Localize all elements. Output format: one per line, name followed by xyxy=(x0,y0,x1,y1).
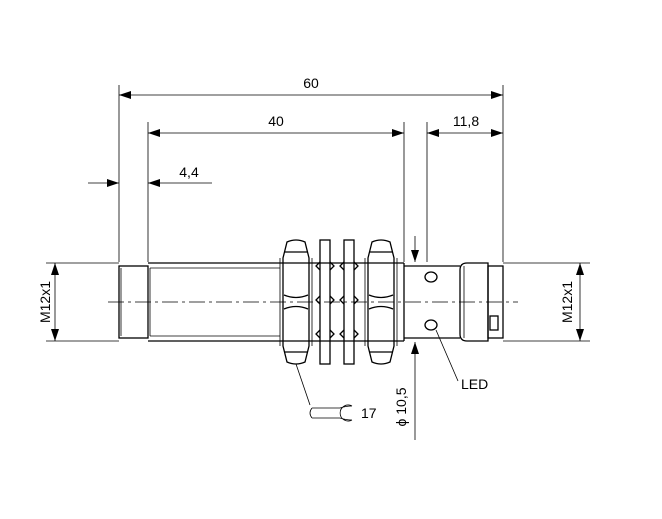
dimension-diameter: ϕ 10,5 xyxy=(393,236,419,440)
thread-right-label: M12x1 xyxy=(559,281,575,323)
dimension-tip-length: 4,4 xyxy=(88,164,212,187)
dimension-connector-length: 11,8 xyxy=(426,113,503,262)
thread-length-label: 40 xyxy=(268,113,284,129)
led-window-bottom xyxy=(424,319,438,331)
sensor-body xyxy=(118,239,504,365)
led-window-top xyxy=(424,271,438,283)
connector-length-label: 11,8 xyxy=(453,113,479,129)
thread-left-label: M12x1 xyxy=(37,281,53,323)
total-length-label: 60 xyxy=(303,75,319,91)
led-label: LED xyxy=(461,376,488,392)
lock-washer-1 xyxy=(315,239,335,365)
wrench-size-label: 17 xyxy=(361,405,377,421)
dimension-thread-length: 40 xyxy=(147,113,405,262)
led-callout: LED xyxy=(435,329,488,392)
connector xyxy=(459,262,504,342)
lock-washer-2 xyxy=(339,239,359,365)
dimension-thread-right: M12x1 xyxy=(503,262,590,342)
wrench-icon xyxy=(309,404,353,422)
diameter-label: ϕ 10,5 xyxy=(393,387,409,426)
nut-right xyxy=(364,239,398,365)
nut-left xyxy=(279,239,313,365)
dimension-thread-left: M12x1 xyxy=(37,262,119,342)
sensing-tip xyxy=(118,265,149,339)
dimension-total-length: 60 xyxy=(118,75,504,262)
tip-length-label: 4,4 xyxy=(179,164,199,180)
wrench-callout: 17 xyxy=(295,363,377,422)
